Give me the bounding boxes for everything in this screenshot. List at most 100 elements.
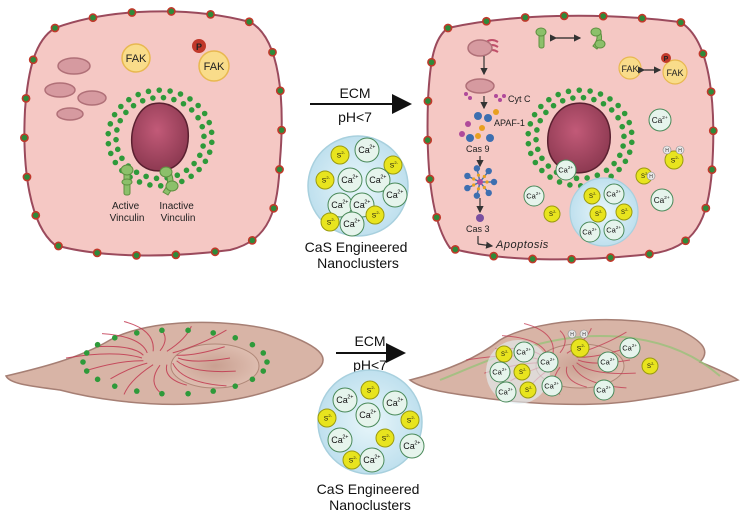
fak-right-label: FAK xyxy=(621,64,638,74)
receptor-dot xyxy=(443,23,453,33)
green-dot xyxy=(147,182,153,188)
svg-text:2-: 2- xyxy=(581,343,585,348)
active-vinculin-label: Active Vinculin xyxy=(110,201,145,224)
green-dot xyxy=(532,159,539,166)
green-dot xyxy=(114,146,121,153)
stress-fiber xyxy=(572,364,627,389)
hydrogen-atom: H xyxy=(646,171,656,181)
svg-text:2-: 2- xyxy=(599,210,603,214)
green-dot xyxy=(626,149,633,155)
stress-fiber xyxy=(84,360,144,372)
svg-text:2-: 2- xyxy=(341,150,345,155)
green-dot xyxy=(187,96,193,102)
svg-text:2-: 2- xyxy=(505,350,509,354)
mitochondria xyxy=(44,57,107,121)
svg-text:Ca: Ca xyxy=(622,344,632,353)
svg-text:2-: 2- xyxy=(376,210,380,215)
svg-text:2+: 2+ xyxy=(616,225,622,230)
svg-text:2+: 2+ xyxy=(370,410,376,416)
membrane-receptors xyxy=(20,7,286,260)
svg-text:S: S xyxy=(372,212,377,219)
green-dot xyxy=(210,330,217,336)
svg-text:2+: 2+ xyxy=(354,219,360,225)
apaf-1-label: APAF-1 xyxy=(494,118,525,128)
green-dot xyxy=(539,155,545,162)
phospho-fak xyxy=(198,50,230,82)
flat-cell-body xyxy=(4,321,324,406)
green-dot xyxy=(188,107,195,113)
receptor-dot xyxy=(698,49,708,59)
svg-text:Ca: Ca xyxy=(558,166,568,175)
green-dot xyxy=(111,111,118,118)
green-dot xyxy=(206,119,213,126)
green-dot xyxy=(160,94,167,101)
svg-text:Ca: Ca xyxy=(369,175,381,185)
green-dot xyxy=(559,97,566,104)
green-dot xyxy=(616,166,622,173)
green-dot xyxy=(111,335,118,341)
green-dot xyxy=(107,150,114,157)
svg-text:Ca: Ca xyxy=(386,190,398,200)
green-dot xyxy=(531,111,538,118)
phosphate-right-label: P xyxy=(664,56,669,63)
green-dot xyxy=(573,175,580,182)
svg-text:H: H xyxy=(582,332,586,338)
green-dot xyxy=(615,114,621,121)
svg-text:S: S xyxy=(589,194,593,200)
svg-text:S: S xyxy=(525,388,529,394)
receptor-dot xyxy=(166,7,176,16)
green-dot xyxy=(159,390,165,397)
receptor-dot xyxy=(706,87,716,97)
green-dot xyxy=(145,88,152,95)
fak-protein xyxy=(121,43,151,73)
green-dot xyxy=(202,158,209,165)
vinculin-transition-icon xyxy=(535,27,606,50)
svg-text:S: S xyxy=(367,387,372,394)
stress-fiber xyxy=(176,360,236,373)
svg-text:2+: 2+ xyxy=(606,385,612,390)
green-dot xyxy=(628,139,635,146)
svg-text:2-: 2- xyxy=(553,210,557,214)
receptor-dot xyxy=(244,17,254,27)
svg-text:Ca: Ca xyxy=(492,368,502,377)
svg-text:2+: 2+ xyxy=(369,145,375,151)
stress-fiber xyxy=(559,330,566,354)
green-dot xyxy=(136,179,143,185)
mitochondrion-b xyxy=(465,78,495,94)
svg-text:S: S xyxy=(322,177,327,184)
receptor-dot xyxy=(275,165,284,174)
green-dot xyxy=(200,143,206,149)
svg-text:2-: 2- xyxy=(328,413,332,418)
svg-text:Ca: Ca xyxy=(343,219,355,229)
green-dot xyxy=(201,110,208,117)
svg-text:S: S xyxy=(501,352,505,358)
green-dot xyxy=(621,133,627,140)
cas3-icon xyxy=(476,214,484,222)
svg-text:2-: 2- xyxy=(326,175,330,180)
svg-text:Ca: Ca xyxy=(341,175,353,185)
svg-text:2+: 2+ xyxy=(502,367,508,372)
svg-text:2+: 2+ xyxy=(342,200,348,206)
green-dot xyxy=(171,96,177,103)
green-dot xyxy=(179,178,185,185)
